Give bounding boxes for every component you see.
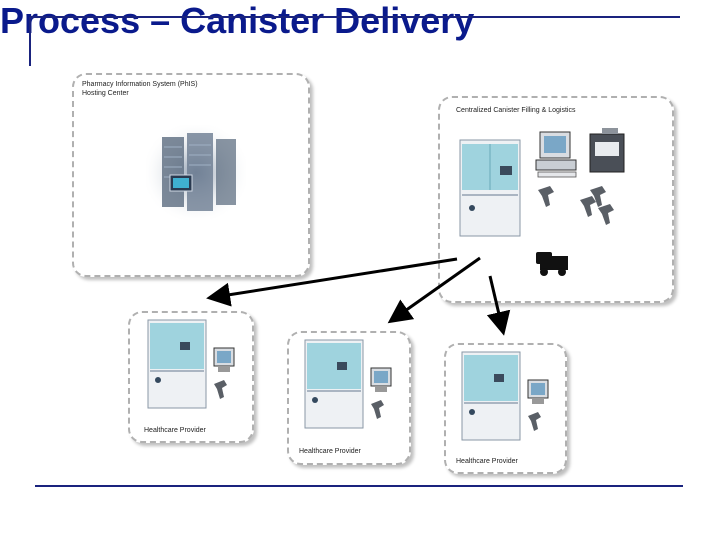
hosting-label-line2: Hosting Center [82, 90, 129, 97]
label-printer-icon [589, 128, 625, 173]
computer-icon [535, 131, 577, 178]
page-title: Process – Canister Delivery [0, 0, 475, 41]
arrow-to-provider-2 [387, 256, 481, 324]
central-filling-panel: Centralized Canister Filling & Logistics [438, 96, 674, 303]
provider-label-1: Healthcare Provider [144, 427, 206, 434]
scanner-icons [538, 186, 614, 225]
central-cabinet-icon [459, 139, 521, 237]
central-equipment [459, 128, 625, 276]
arrow-to-provider-3 [486, 275, 511, 336]
hosting-center-panel: Pharmacy Information System (PhIS) Hosti… [72, 73, 310, 277]
provider-label-2: Healthcare Provider [299, 448, 361, 455]
provider-label-3: Healthcare Provider [456, 458, 518, 465]
central-label: Centralized Canister Filling & Logistics [456, 107, 576, 114]
server-room-icon [146, 125, 246, 220]
arrow-to-provider-1 [206, 257, 458, 307]
hosting-label-line1: Pharmacy Information System (PhIS) [82, 81, 198, 88]
delivery-truck-icon [536, 252, 568, 276]
